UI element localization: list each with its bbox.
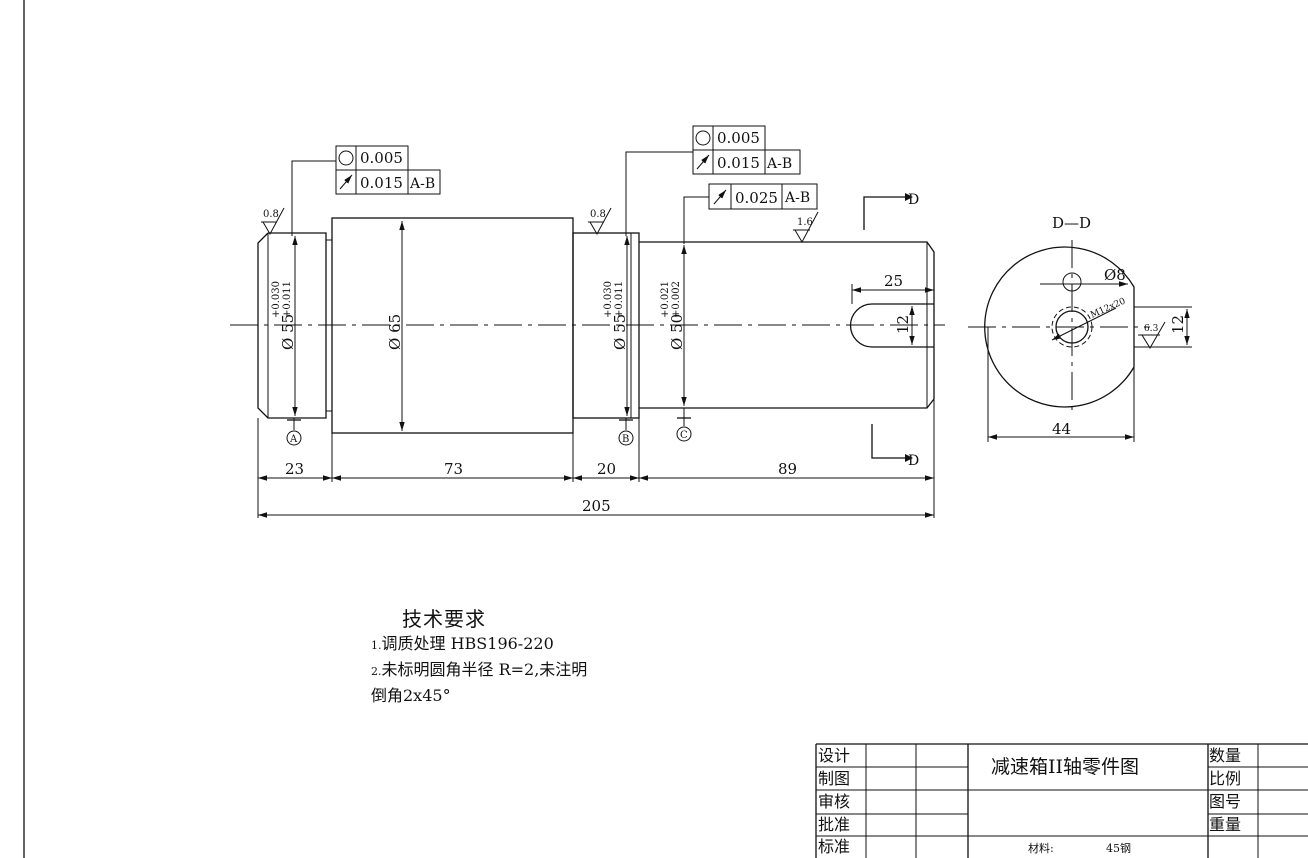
tb-review: 审核 [818,792,851,811]
d4-lower: +0.002 [671,281,682,318]
drawing-title: 减速箱II轴零件图 [991,756,1140,778]
section-flat-label: 12 [1169,315,1187,334]
length-3: 20 [597,460,616,478]
tf3-value: 0.005 [717,129,760,147]
tolerance-frame-3: 0.025 A-B [683,183,818,244]
tb-approve: 批准 [818,815,851,834]
requirement-item: 2.未标明圆角半径 R=2,未注明 [371,658,701,684]
roughness-1-label: 0.8 [263,209,279,220]
dim-d4: Ø 50 +0.021 +0.002 [660,245,687,406]
roughness-2: 0.8 [588,207,612,236]
d1-lower: +0.011 [282,281,293,318]
d4-label: Ø 50 [668,314,686,350]
requirement-item: 1.调质处理 HBS196-220 [371,632,701,658]
roughness-1: 0.8 [261,207,285,236]
tb-material: 45钢 [1106,842,1131,855]
dim-keyway-width: 12 [894,306,915,345]
section-thread-label: M12x20 [1089,296,1127,320]
d3-label: Ø 55 [611,314,629,350]
tf4-value: 0.015 [717,154,760,172]
tf5-datum: A-B [784,190,810,206]
length-1: 23 [285,460,304,478]
keyway-length-label: 25 [884,272,903,290]
requirement-number: 2. [371,665,382,678]
roughness-4-label: 6.3 [1144,324,1159,334]
section-marker-bottom-label: D [908,453,919,469]
d3-lower: +0.011 [614,281,625,318]
tb-scale: 比例 [1209,769,1242,788]
section-marker-top-label: D [908,192,919,208]
section-marker-top: D [863,192,919,230]
section-marker-bottom: D [871,424,919,469]
section-view: D—D Ø8 M12x20 6.3 12 44 [968,214,1192,442]
length-dims: 23 73 20 89 205 [257,400,935,518]
runout-icon [339,174,353,190]
requirement-item: 倒角2x45° [371,684,701,710]
circularity-icon [338,150,354,166]
datum-c: C [676,408,692,442]
circularity-icon [695,130,711,146]
length-4: 89 [778,460,797,478]
keyway-width-label: 12 [894,315,912,334]
tf4-datum: A-B [766,156,792,172]
runout-icon [713,189,727,205]
roughness-3-label: 1.6 [797,217,813,228]
roughness-3: 1.6 [793,211,819,244]
d4-upper: +0.021 [660,281,671,318]
requirement-text: 调质处理 HBS196-220 [381,634,554,653]
requirement-text: 未标明圆角半径 R=2,未注明 [381,660,588,679]
d2-label: Ø 65 [386,314,404,350]
requirements-heading: 技术要求 [402,607,486,631]
tb-material-label: 材料: [1028,842,1054,855]
overall-length: 205 [582,497,611,515]
dim-keyway-length: 25 [851,252,935,304]
tolerance-frame-1: 0.005 0.015 A-B [291,145,441,236]
datum-a: A [286,418,302,446]
roughness-2-label: 0.8 [590,209,606,220]
tb-standard: 标准 [818,837,851,856]
tb-design: 设计 [818,746,851,765]
dim-d2: Ø 65 [386,221,405,431]
title-block-grid [815,743,1308,858]
section-width-label: 44 [1052,420,1071,438]
tf2-datum: A-B [409,176,435,192]
tolerance-frame-2: 0.005 0.015 A-B [625,125,801,236]
section-title: D—D [1052,214,1091,232]
tb-draw: 制图 [818,769,851,788]
tb-drawing-no: 图号 [1209,792,1242,811]
tf2-value: 0.015 [360,174,403,192]
tb-quantity: 数量 [1209,746,1242,765]
length-2: 73 [444,460,463,478]
title-block: 设计 制图 审核 批准 标准 减速箱II轴零件图 数量 比例 图号 重量 材料:… [816,744,1308,858]
dim-d3: Ø 55 +0.030 +0.011 [603,236,630,416]
technical-requirements: 技术要求 1.调质处理 HBS196-220 2.未标明圆角半径 R=2,未注明… [371,603,701,710]
datum-a-label: A [289,434,298,445]
d3-upper: +0.030 [603,281,614,318]
datum-b: B [618,418,634,446]
tb-weight: 重量 [1209,815,1242,834]
runout-icon [696,154,710,170]
datum-c-label: C [680,430,688,441]
requirement-number: 1. [371,639,382,652]
dim-d1: Ø 55 +0.030 +0.011 [271,236,298,416]
datum-b-label: B [622,434,629,445]
d1-upper: +0.030 [271,281,282,318]
section-hole-label: Ø8 [1104,266,1126,284]
requirement-text: 倒角2x45° [371,686,451,705]
d1-label: Ø 55 [279,314,297,350]
tf1-value: 0.005 [360,149,403,167]
tf5-value: 0.025 [735,189,778,207]
